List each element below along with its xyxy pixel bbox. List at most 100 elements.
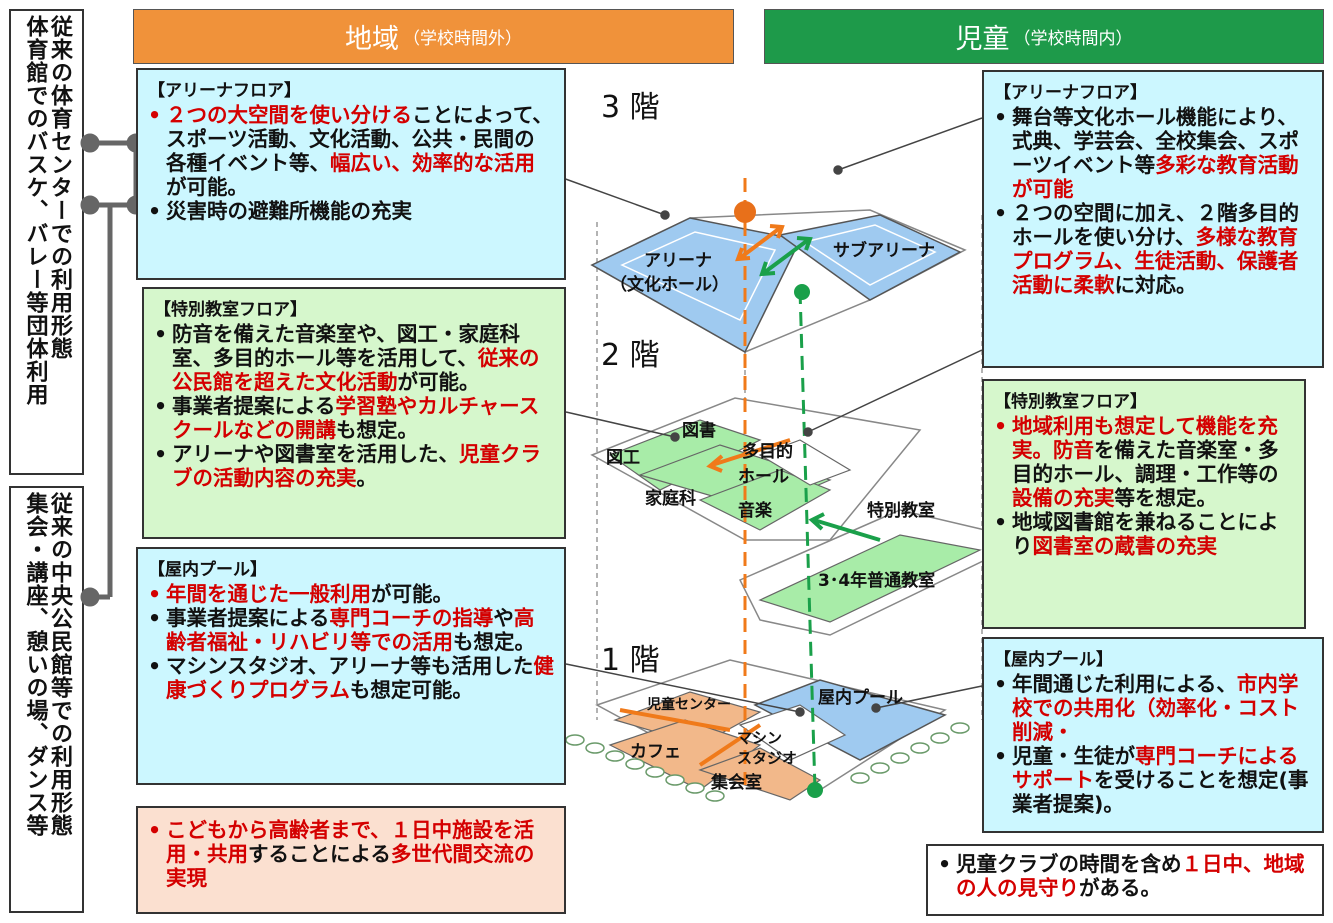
bullet-text-run: がある。: [1079, 875, 1161, 900]
bullet-dot: •: [994, 743, 1008, 768]
connector-dot: [80, 195, 100, 215]
bullet-item: •２つの大空間を使い分けることによって、スポーツ活動、文化活動、公共・民間の各種…: [148, 103, 554, 199]
bullet-text-run: 等を想定。: [1114, 485, 1218, 510]
label-subarena: サブアリーナ: [833, 241, 935, 261]
bullet-text-run: １日中、地域の人の見守り: [956, 852, 1305, 900]
left-box-arena: 【アリーナフロア】 •２つの大空間を使い分けることによって、スポーツ活動、文化活…: [136, 68, 566, 280]
connector-dot: [80, 587, 100, 607]
bullet-list: •年間を通じた一般利用が可能。•事業者提案による専門コーチの指導や高齢者福祉・リ…: [148, 582, 554, 702]
bullet-item: •アリーナや図書室を活用した、児童クラブの活動内容の充実。: [154, 442, 554, 490]
bullet-text-run: 健康づくりプログラム: [166, 653, 554, 702]
label-meeting: 集会室: [711, 773, 762, 793]
bullet-text-run: ２つの大空間を使い分ける: [166, 103, 412, 127]
box-title: 【屋内プール】: [148, 560, 267, 580]
box-title: 【アリーナフロア】: [148, 81, 301, 101]
right-box-arena: 【アリーナフロア】 •舞台等文化ホール機能により、式典、学芸会、全校集会、スポー…: [982, 70, 1324, 368]
bullet-item: •災害時の避難所機能の充実: [148, 199, 554, 223]
bullet-item: •年間通じた利用による、市内学校での共用化（効率化・コスト削減・: [994, 672, 1312, 744]
bullet-dot: •: [994, 105, 1008, 129]
bullet-text-run: 従来の公民館を超えた文化活動: [172, 345, 540, 394]
bullet-text-run: 児童クラブの時間を含め: [956, 852, 1182, 876]
header-community: 地域（学校時間外）: [133, 9, 734, 64]
bullet-dot: •: [148, 103, 162, 127]
floor-label-3: 3 階: [601, 90, 660, 125]
header-children: 児童（学校時間内）: [764, 9, 1324, 64]
label-kids-center: 児童センター: [647, 697, 731, 713]
bullet-text-run: することによる: [248, 841, 391, 866]
bullet-text-run: 図書室の蔵書の充実: [1032, 533, 1218, 558]
bullet-text-run: も想定。: [336, 417, 418, 442]
bullet-list: •年間通じた利用による、市内学校での共用化（効率化・コスト削減・•児童・生徒が専…: [994, 672, 1312, 816]
bullet-text-run: 。: [356, 465, 378, 490]
bullet-text-run: ことによって、スポーツ活動、文化活動、公共・民間の各種イベント等、: [166, 103, 553, 175]
bullet-dot: •: [994, 200, 1008, 225]
bullet-dot: •: [994, 672, 1008, 696]
bullet-text-run: を受けることを想定(事業者提案)。: [1012, 767, 1309, 816]
bullet-text-run: 学習塾やカルチャースクールなどの開講: [172, 393, 540, 442]
header-community-sub: （学校時間外）: [403, 29, 522, 49]
floor1-plan: [565, 659, 970, 802]
bullet-text-run: 災害時の避難所機能の充実: [166, 198, 412, 223]
bullet-text-run: 児童・生徒が: [1012, 743, 1135, 768]
bullet-text-run: 専門コーチによるサポート: [1012, 743, 1299, 792]
bullet-dot: •: [154, 393, 168, 418]
side-box-sports-center: 従来の体育センターでの利用形態 体育館でのバスケ、バレー等団体利用: [9, 9, 84, 475]
bullet-dot: •: [148, 582, 162, 606]
bullet-text-run: が可能。: [371, 582, 453, 606]
box-title: 【屋内プール】: [994, 650, 1113, 670]
bullet-text-run: 児童クラブの活動内容の充実: [172, 441, 541, 490]
bullet-text-run: 幅広い、効率的な活用: [330, 150, 535, 175]
bullet-item: •マシンスタジオ、アリーナ等も活用した健康づくりプログラムも想定可能。: [148, 654, 554, 702]
label-machine-2: スタジオ: [737, 749, 798, 767]
bullet-list: •舞台等文化ホール機能により、式典、学芸会、全校集会、スポーツイベント等多彩な教…: [994, 105, 1312, 297]
label-machine-1: マシン: [737, 729, 783, 747]
side-line: 従来の体育センターでの利用形態: [46, 15, 72, 360]
bullet-dot: •: [148, 653, 162, 678]
bullet-item: •児童クラブの時間を含め１日中、地域の人の見守りがある。: [938, 852, 1312, 900]
side-line: 体育館でのバスケ、バレー等団体利用: [22, 15, 48, 406]
bullet-item: •年間を通じた一般利用が可能。: [148, 582, 554, 606]
right-box-pool: 【屋内プール】 •年間通じた利用による、市内学校での共用化（効率化・コスト削減・…: [982, 637, 1324, 833]
bullet-text-run: 地域利用も想定して機能を充実。防音: [1012, 414, 1278, 462]
bullet-text-run: 専門コーチの指導: [329, 605, 494, 630]
header-children-main: 児童: [955, 24, 1010, 55]
bullet-dot: •: [994, 509, 1008, 534]
label-cafe: カフェ: [630, 742, 681, 762]
bullet-dot: •: [148, 198, 162, 223]
bullet-text-run: 高齢者福祉・リハビリ等での活用: [166, 605, 535, 654]
bullet-text-run: に対応。: [1114, 272, 1197, 297]
floor-label-2: 2 階: [601, 338, 660, 373]
side-line: 集会・講座、憩いの場、ダンス等: [22, 492, 48, 837]
label-homeec: 家庭科: [645, 489, 696, 509]
bullet-text-run: も想定可能。: [349, 677, 473, 702]
bullet-list: •こどもから高齢者まで、１日中施設を活用・共用することによる多世代間交流の実現: [148, 818, 554, 890]
bullet-item: •児童・生徒が専門コーチによるサポートを受けることを想定(事業者提案)。: [994, 744, 1312, 816]
bullet-text-run: や: [493, 605, 514, 630]
left-box-special: 【特別教室フロア】 •防音を備えた音楽室や、図工・家庭科室、多目的ホール等を活用…: [142, 287, 566, 539]
label-multipurpose-1: 多目的: [742, 442, 793, 462]
bullet-text-run: 多世代間交流の実現: [166, 841, 535, 890]
bullet-list: •地域利用も想定して機能を充実。防音を備えた音楽室・多目的ホール、調理・工作等の…: [994, 414, 1294, 558]
box-title: 【特別教室フロア】: [154, 300, 307, 320]
bullet-text-run: が可能。: [166, 174, 248, 199]
bullet-text-run: ２つの空間に加え、２階多目的ホールを使い分け、: [1012, 200, 1299, 249]
bullet-dot: •: [148, 605, 162, 630]
bullet-text-run: 年間を通じた一般利用: [166, 582, 371, 606]
label-special-class: 特別教室: [867, 501, 935, 521]
subarena-shape: [778, 214, 962, 301]
bullet-list: •防音を備えた音楽室や、図工・家庭科室、多目的ホール等を活用して、従来の公民館を…: [154, 322, 554, 490]
floor-label-1: 1 階: [601, 643, 660, 678]
bullet-item: •防音を備えた音楽室や、図工・家庭科室、多目的ホール等を活用して、従来の公民館を…: [154, 322, 554, 394]
bullet-text-run: を備えた音楽室・多目的ホール、調理・工作等の: [1012, 437, 1279, 486]
label-arena-sub: （文化ホール）: [610, 275, 729, 295]
label-library: 図書: [682, 421, 716, 441]
bullet-item: •地域利用も想定して機能を充実。防音を備えた音楽室・多目的ホール、調理・工作等の…: [994, 414, 1294, 510]
bullet-text-run: 多様な教育プログラム、生徒活動、保護者活動に柔軟: [1012, 224, 1299, 297]
label-music: 音楽: [738, 501, 772, 521]
bullet-dot: •: [994, 414, 1008, 438]
bullet-text-run: アリーナや図書室を活用した、: [172, 441, 459, 466]
bullet-text-run: 多彩な教育活動が可能: [1012, 152, 1299, 201]
label-classroom: 3･4年普通教室: [818, 571, 936, 591]
side-line: 従来の中央公民館等での利用形態: [46, 492, 72, 837]
